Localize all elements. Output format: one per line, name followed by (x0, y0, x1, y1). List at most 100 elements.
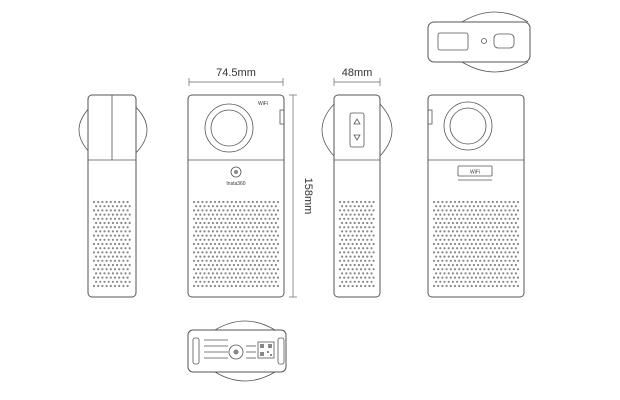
grille-dot (345, 263, 348, 267)
grille-dot (370, 255, 373, 258)
grille-dot (474, 217, 478, 220)
grille-dot (222, 209, 225, 212)
grille-dot (349, 280, 352, 283)
grille-dot (207, 247, 210, 250)
grille-dot (447, 221, 450, 225)
grille-dot (266, 280, 269, 283)
grille-dot (458, 284, 461, 288)
grille-dot (128, 230, 131, 233)
top-view (427, 11, 531, 73)
grille-dot (109, 284, 112, 288)
grille-dot (124, 255, 127, 258)
grille-dot (353, 213, 356, 216)
grille-dot (211, 230, 214, 233)
grille-dot (203, 205, 206, 208)
grille-dot (105, 284, 108, 288)
grille-dot (477, 280, 480, 283)
grille-dot (506, 280, 509, 283)
grille-dot (216, 205, 219, 208)
grille-dot (209, 217, 212, 220)
grille-dot (472, 205, 475, 208)
grille-dot (262, 213, 265, 216)
grille-dot (122, 284, 125, 288)
right-side-button-panel (349, 112, 365, 148)
grille-dot (237, 280, 240, 283)
grille-dot (500, 251, 503, 254)
grille-dot (205, 284, 208, 288)
grille-dot (232, 221, 235, 225)
grille-dot (255, 251, 259, 254)
grille-dot (245, 247, 248, 250)
grille-dot (255, 284, 259, 288)
grille-dot (241, 230, 244, 233)
grille-dot (272, 259, 275, 262)
grille-dot (437, 259, 440, 262)
grille-dot (220, 280, 223, 283)
grille-dot (126, 217, 129, 220)
grille-dot (218, 242, 221, 246)
grille-dot (364, 209, 367, 212)
brand-logo-dot (234, 170, 238, 174)
grille-dot (216, 238, 219, 241)
grille-dot (432, 209, 436, 212)
grille-dot (502, 247, 505, 250)
grille-dot (92, 251, 96, 254)
grille-dot (347, 217, 350, 220)
grille-dot (447, 238, 450, 241)
grille-dot (498, 263, 501, 267)
grille-dot (464, 280, 467, 283)
grille-dot (201, 276, 204, 279)
grille-dot (516, 268, 520, 271)
grille-dot (355, 226, 358, 229)
grille-dot (445, 251, 448, 254)
grille-dot (447, 213, 450, 216)
grille-dot (116, 247, 119, 250)
grille-dot (437, 209, 440, 212)
grille-dot (270, 272, 273, 275)
grille-dot (364, 217, 367, 220)
qr-code-module (267, 351, 269, 353)
grille-dot (489, 213, 492, 216)
grille-dot (491, 209, 494, 212)
grille-dot (439, 263, 442, 267)
grille-dot (197, 242, 200, 246)
wifi-badge (457, 165, 493, 177)
qr-code-corner (260, 352, 264, 356)
grille-dot (272, 268, 275, 271)
grille-dot (351, 284, 354, 288)
grille-dot (203, 272, 206, 275)
grille-dot (111, 238, 114, 241)
grille-dot (456, 255, 459, 258)
grille-dot (372, 209, 375, 212)
grille-dot (245, 280, 248, 283)
grille-dot (338, 268, 342, 271)
grille-dot (251, 217, 254, 220)
grille-dot (437, 284, 440, 288)
grille-dot (113, 251, 117, 254)
grille-dot (97, 284, 100, 288)
grille-dot (343, 209, 346, 212)
grille-dot (435, 205, 438, 208)
bottom-lens-bottom (214, 371, 276, 382)
grille-dot (458, 217, 461, 220)
grille-dot (493, 263, 496, 267)
grille-dot (364, 234, 367, 237)
grille-dot (345, 247, 348, 250)
grille-dot (366, 247, 369, 250)
grille-dot (232, 263, 235, 267)
grille-dot (270, 238, 273, 241)
grille-dot (498, 272, 501, 275)
grille-dot (230, 200, 233, 204)
grille-dot (268, 217, 271, 220)
grille-dot (487, 209, 490, 212)
height-dimension-label: 158mm (302, 178, 314, 215)
grille-dot (472, 213, 475, 216)
grille-dot (243, 251, 246, 254)
grille-dot (472, 238, 475, 241)
grille-dot (113, 242, 117, 246)
grille-dot (359, 209, 363, 212)
grille-dot (435, 213, 438, 216)
grille-dot (260, 234, 263, 237)
grille-dot (349, 221, 352, 225)
grille-dot (353, 230, 356, 233)
